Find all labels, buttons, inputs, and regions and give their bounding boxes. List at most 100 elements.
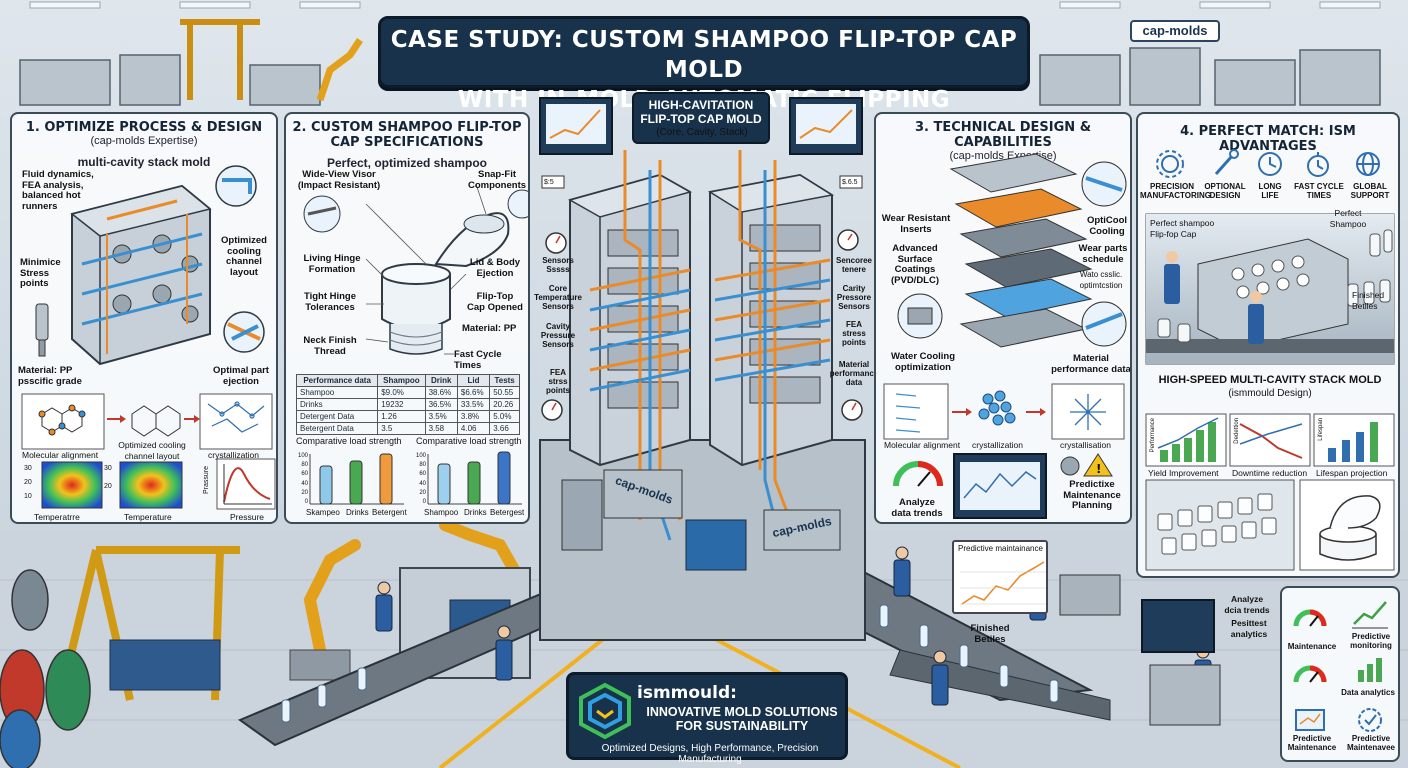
panel3-title: 3. TECHNICAL DESIGN & CAPABILITIES: [914, 120, 1092, 150]
bars-icon: [1358, 658, 1382, 682]
label-crystallization: crystallization: [208, 450, 260, 460]
category-label: Betergent: [372, 508, 407, 517]
trend-icon: [1352, 601, 1388, 629]
brand-tag: cap-molds: [1130, 20, 1220, 42]
y-tick: 60: [419, 471, 426, 478]
predictive-trend-chart: [960, 561, 1046, 605]
center-mold-label: HIGH-CAVITATION FLIP-TOP CAP MOLD: [632, 92, 770, 144]
predictive-maintenance-board: Predictive maintainance: [952, 540, 1048, 614]
ismmould-line2-text: FOR SUSTAINABILITY: [675, 719, 809, 733]
bottle-bar: [379, 453, 393, 505]
panel-ism-advantages: 4. PERFECT MATCH: ISM ADVANTAGES: [1136, 112, 1400, 578]
ismmould-line1: INNOVATIVE MOLD SOLUTIONS FOR SUSTAINABI…: [637, 705, 847, 733]
label-crystallisation: crystallisation: [1060, 440, 1112, 450]
load-chart-title-right: Comparative load strength: [416, 436, 522, 446]
mini-label: Yield Improvement: [1148, 468, 1219, 478]
label-temperature: Temperature: [124, 512, 172, 522]
advantage-icons: [1145, 149, 1395, 571]
title-line-1: CASE STUDY: CUSTOM SHAMPOO FLIP-TOP CAP …: [390, 27, 1018, 83]
mini-axis: Performance: [1150, 418, 1156, 453]
ismmould-name: ismmould:: [637, 683, 737, 703]
scale-tick: 10: [24, 493, 32, 500]
load-strength-charts: [309, 451, 522, 505]
wrench-icon: [1214, 149, 1239, 175]
table-header: Shampoo: [377, 374, 426, 387]
y-tick: 40: [419, 480, 426, 487]
y-tick: 80: [301, 462, 308, 469]
clock-icon: [1258, 152, 1282, 176]
y-tick: 0: [422, 499, 426, 506]
table-header: Performance data: [295, 374, 379, 387]
bottle-bar: [349, 460, 363, 505]
panel2-title: 2. CUSTOM SHAMPOO FLIP-TOP: [292, 120, 522, 135]
y-tick: 0: [304, 499, 308, 506]
panel-technical-design: 3. TECHNICAL DESIGN & CAPABILITIES (cap-…: [874, 112, 1132, 524]
ismmould-logo-icon: [579, 682, 631, 740]
tag-right: $.6.5: [842, 179, 858, 186]
table-cell: 3.58: [424, 422, 458, 435]
globe-icon: [1356, 152, 1380, 176]
gauge-icon: [1293, 665, 1327, 683]
table-cell: 3.66: [489, 422, 520, 435]
icon-label: Maintenance: [1287, 642, 1337, 651]
category-label: Drinks: [346, 508, 369, 517]
scale-tick: 20: [104, 483, 112, 490]
panel2-section: Perfect, optimized shampoo: [326, 156, 488, 170]
stack-mold-title: HIGH-SPEED MULTI-CAVITY STACK MOLD: [1158, 374, 1382, 386]
mini-axis: Dedettion: [1234, 418, 1240, 444]
label-material-pp: Material: PP: [462, 323, 517, 334]
panel1-subtitle: (cap-molds Expertise): [90, 135, 198, 147]
label-molecular-alignment: Molecular alignment: [22, 450, 99, 460]
flip-top-cap-illustration: [303, 183, 528, 355]
bottle-bar: [497, 451, 511, 505]
gauge-icon: [1293, 609, 1327, 627]
mini-axis: Lifespan: [1318, 418, 1324, 441]
bottle-bar: [319, 465, 333, 505]
bottle-bar: [437, 463, 451, 505]
svg-text:!: !: [1096, 462, 1101, 476]
label-water-opt: Wato csslic.optimtcstion: [1079, 270, 1123, 290]
label-fast-cycle: Fast Cycle Times: [454, 349, 502, 371]
performance-table: Performance data Shampoo Drink Lid Tests…: [295, 374, 520, 435]
load-chart-title-left: Comparative load strength: [296, 436, 402, 446]
label-fluid-dynamics: Fluid dynamics,FEA analysis,balanced hot…: [22, 169, 94, 212]
ismmould-line1-text: INNOVATIVE MOLD SOLUTIONS: [646, 705, 838, 719]
bottle-bar: [467, 461, 481, 505]
ismmould-tagline: Optimized Designs, High Performance, Pre…: [601, 743, 819, 765]
ismmould-banner: ismmould: INNOVATIVE MOLD SOLUTIONS FOR …: [566, 672, 848, 765]
label-molecular: Molecular alignment: [884, 440, 961, 450]
category-label: Drinks: [464, 508, 487, 517]
